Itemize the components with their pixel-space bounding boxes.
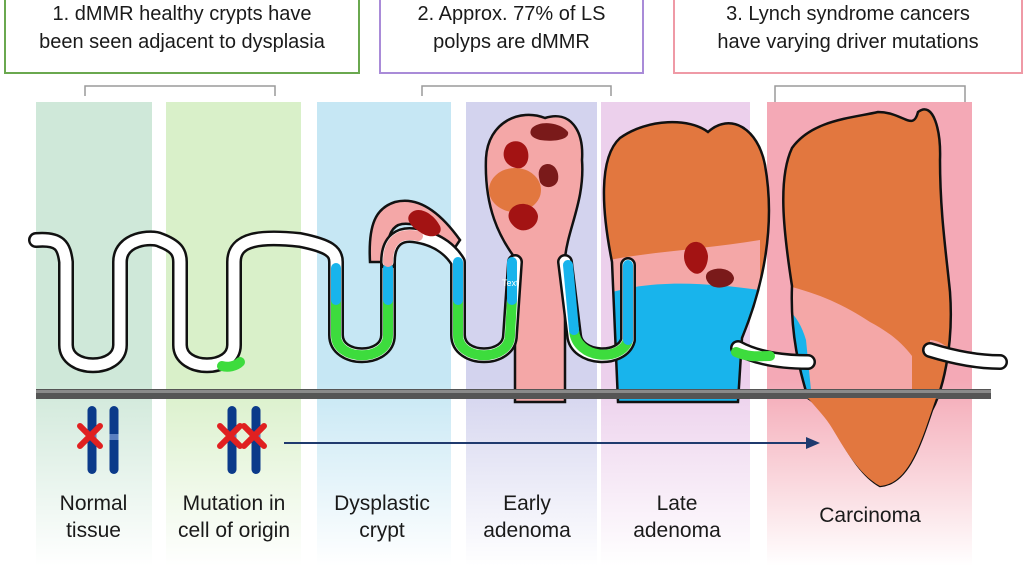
chromosome-icons [77,406,267,474]
crypt-cell-region [217,357,245,372]
mutation-focus [503,141,529,169]
crypt-cell-region [453,295,517,361]
stage-label-line: Mutation in [182,492,286,515]
callout-1-line-1: 1. dMMR healthy crypts have [52,3,312,25]
stage-label-dysplastic-crypt: Dysplastic crypt [318,490,446,544]
callout-3-line-2: have varying driver mutations [717,31,979,53]
mutation-foci [408,123,734,288]
progression-arrow-icon [284,437,820,449]
mutation-focus [408,209,441,237]
dysplastic-crypt-cap [368,199,462,264]
callout-dmmr-healthy-crypts: 1. dMMR healthy crypts have been seen ad… [4,0,360,74]
basement-membrane [36,389,991,399]
overlay-text: Text [502,278,519,288]
stage-label-late-adenoma: Late adenoma [612,490,742,544]
crypt-cell-region [331,263,393,305]
crypt-epithelium [28,227,1008,374]
stage-label-line: adenoma [483,519,571,542]
crypt-cell-region [731,347,775,362]
crypt-cell-region [563,260,633,345]
stage-label-line: Early [503,492,551,515]
callout-ls-polyps-dmmr: 2. Approx. 77% of LS polyps are dMMR [379,0,644,74]
mutation-cross-icon [241,423,267,449]
callout-driver-mutations: 3. Lynch syndrome cancers have varying d… [673,0,1023,74]
crypt-cell-region [569,325,633,360]
callout-1-bracket [84,85,276,96]
callout-3-bracket [774,85,966,102]
early-adenoma-advanced-zone [489,168,541,212]
stage-label-carcinoma: Carcinoma [786,502,954,529]
mutation-focus [538,163,559,188]
callout-brackets [84,85,966,102]
mutation-focus [705,268,734,288]
stage-label-line: crypt [359,519,405,542]
crypt-cell-region [331,295,393,361]
callout-1-line-2: been seen adjacent to dysplasia [39,31,325,53]
stage-label-line: adenoma [633,519,721,542]
late-adenoma-outline [602,121,771,404]
crypt-cell-region [383,230,423,267]
crypt-cell-region [453,257,517,305]
mutation-focus [684,241,708,274]
stage-label-normal-tissue: Normal tissue [36,490,151,544]
stage-label-line: Dysplastic [334,492,430,515]
callout-3-line-1: 3. Lynch syndrome cancers [726,3,970,25]
stage-label-line: Carcinoma [819,504,921,527]
callout-2-line-2: polyps are dMMR [433,31,590,53]
mutation-cross-icon [77,423,103,449]
callout-2-line-1: 2. Approx. 77% of LS [417,3,606,25]
carcinoma-invasion [808,398,936,486]
mutation-focus [508,203,538,231]
mutation-focus [530,123,569,141]
stage-label-line: Normal [59,492,128,515]
stage-label-early-adenoma: Early adenoma [466,490,588,544]
callout-2-bracket [421,85,612,96]
stage-label-mutation: Mutation in cell of origin [160,490,308,544]
stage-label-line: tissue [66,519,121,542]
stage-label-line: Late [656,492,698,515]
stage-label-line: cell of origin [177,519,291,542]
mutation-cross-icon [217,423,243,449]
